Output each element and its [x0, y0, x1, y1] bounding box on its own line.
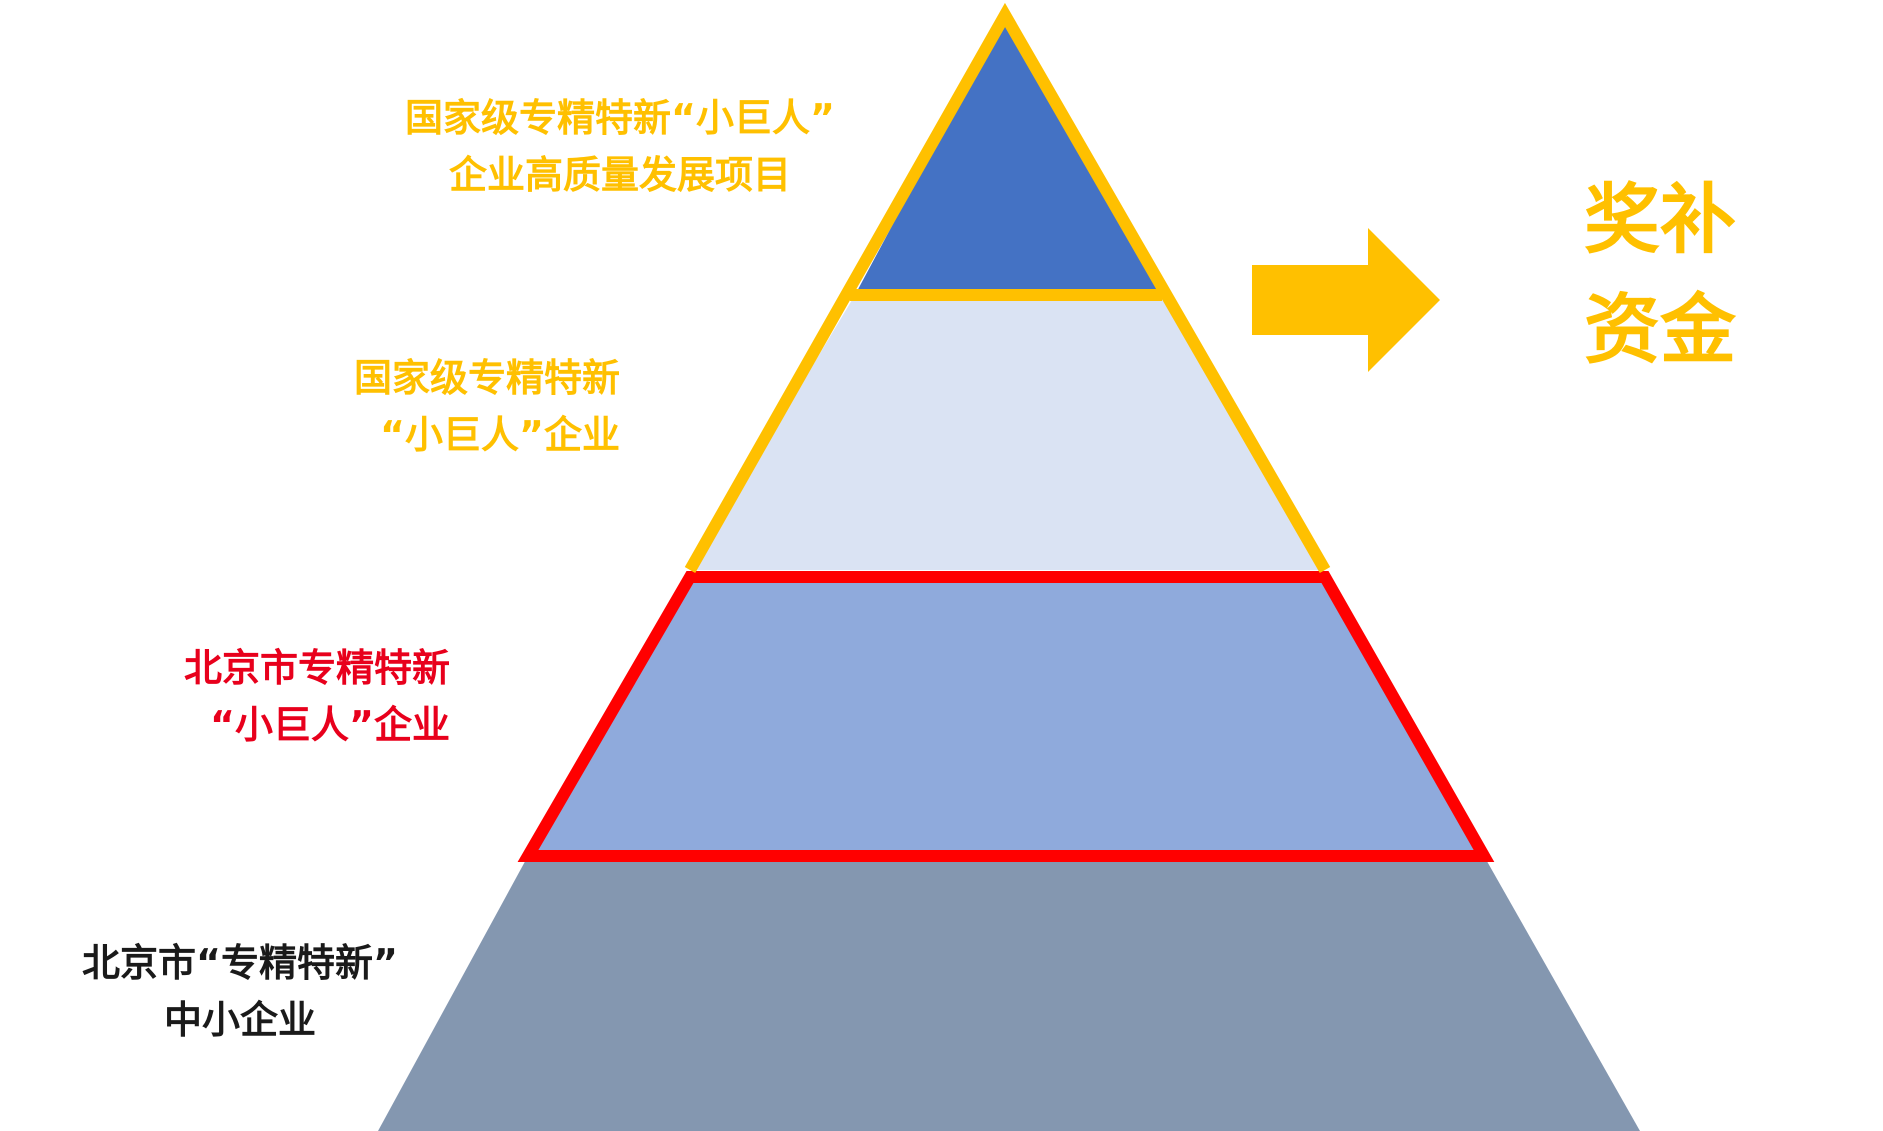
reward-label-line2: 资金: [1584, 285, 1736, 375]
tier-second-label-line1: 国家级专精特新: [353, 356, 620, 400]
tier-third-label-line2: “小巨人”企业: [210, 703, 450, 747]
tier-second-shape: [690, 295, 1325, 570]
arrow-right-icon: [1252, 228, 1440, 372]
tier-top-label-line2: 企业高质量发展项目: [448, 153, 791, 197]
tier-third-shape: [517, 571, 1495, 862]
tier-second-label-line2: “小巨人”企业: [380, 413, 620, 457]
tier-base-label-line2: 中小企业: [163, 998, 316, 1042]
gold-outline: [684, 2, 1331, 573]
reward-label: 奖补 资金: [1560, 165, 1760, 385]
tier-third-label: 北京市专精特新 “小巨人”企业: [100, 640, 450, 754]
tier-base-label-line1: 北京市“专精特新”: [82, 941, 398, 985]
tier-second-label: 国家级专精特新 “小巨人”企业: [270, 350, 620, 464]
tier-top-shape: [855, 15, 1160, 295]
reward-label-line1: 奖补: [1584, 175, 1736, 264]
tier-top-label-line1: 国家级专精特新“小巨人”: [405, 96, 835, 140]
tier-base-label: 北京市“专精特新” 中小企业: [40, 935, 440, 1049]
tier-top-label: 国家级专精特新“小巨人” 企业高质量发展项目: [370, 90, 870, 204]
tier-base-shape: [378, 856, 1640, 1131]
tier-third-label-line1: 北京市专精特新: [183, 646, 450, 690]
